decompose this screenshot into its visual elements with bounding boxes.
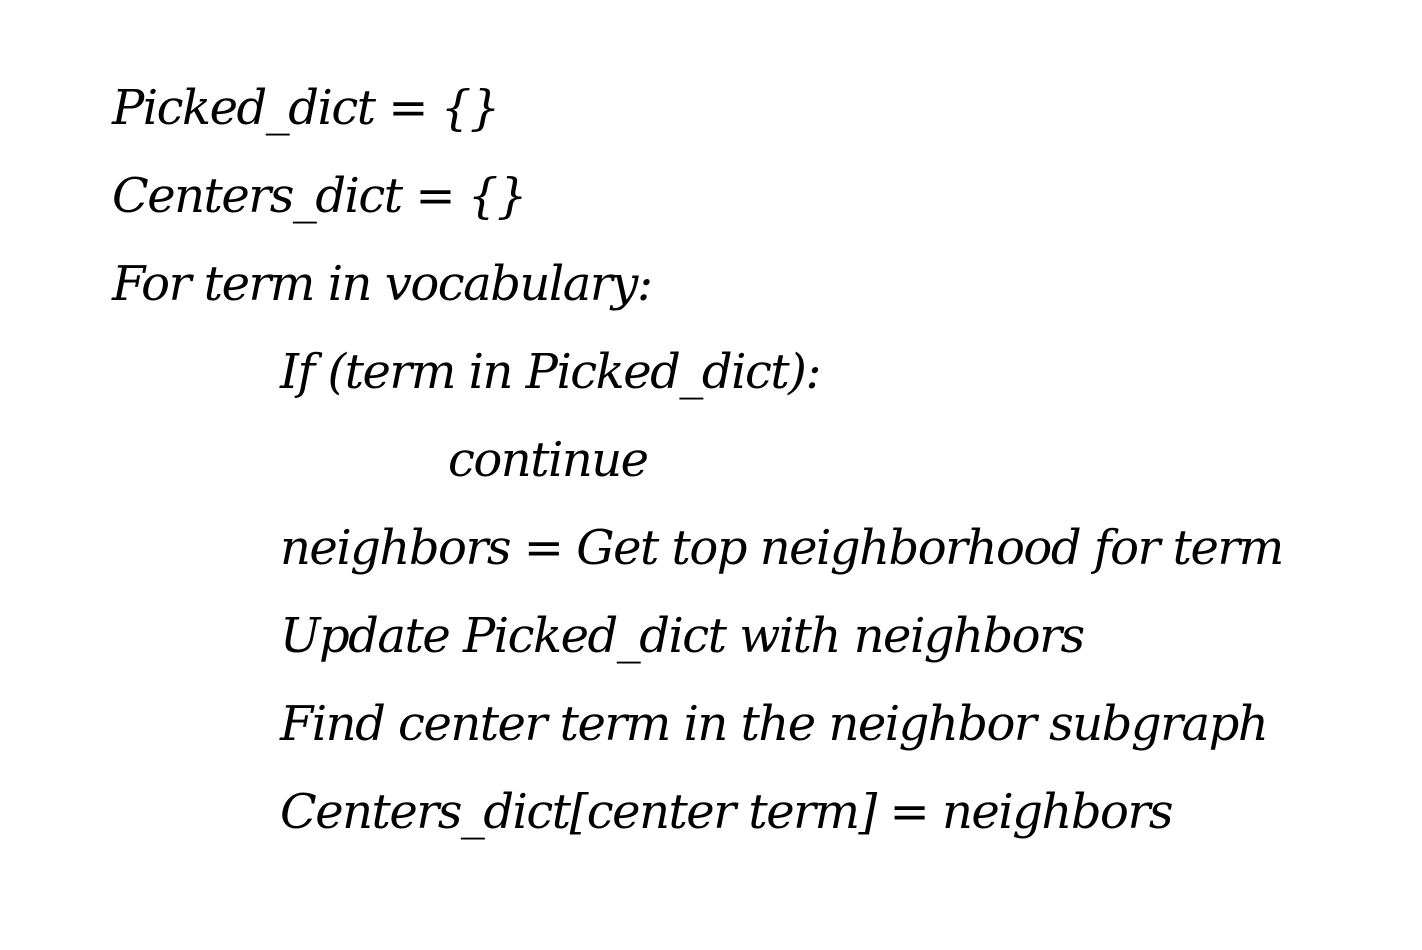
code-line-find-center: Find center term in the neighbor subgrap… (280, 696, 1269, 752)
code-line-for-loop: For term in vocabulary: (112, 256, 653, 312)
code-line-if-condition: If (term in Picked_dict): (280, 344, 822, 400)
code-line-assign-centers: Centers_dict[center term] = neighbors (280, 784, 1174, 840)
code-line-init-centers: Centers_dict = {} (112, 168, 527, 224)
code-line-continue: continue (448, 432, 649, 488)
code-line-init-picked: Picked_dict = {} (112, 80, 500, 136)
code-line-get-neighbors: neighbors = Get top neighborhood for ter… (280, 520, 1284, 576)
code-line-update-picked: Update Picked_dict with neighbors (280, 608, 1085, 664)
